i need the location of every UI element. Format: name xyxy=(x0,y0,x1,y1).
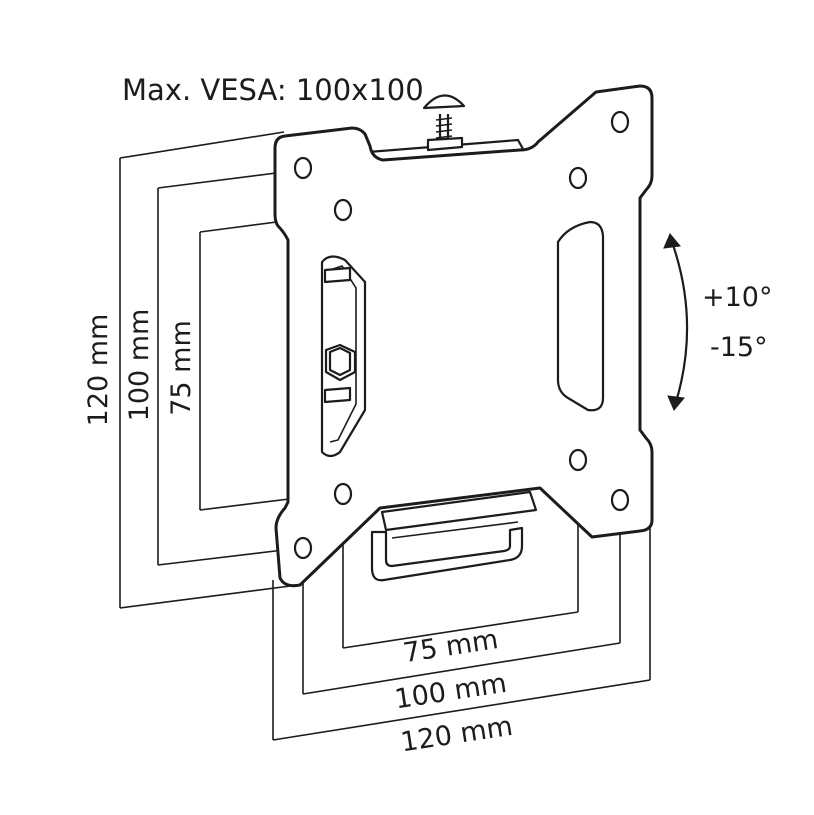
vesa-hole-120-bottom-right xyxy=(610,488,630,512)
horizontal-dim-inner-label: 75 mm xyxy=(401,624,500,669)
mount-plate xyxy=(273,84,654,588)
tilt-up-label: +10° xyxy=(702,282,772,313)
tilt-down-label: -15° xyxy=(710,332,768,363)
vesa-hole-100-bottom-left xyxy=(333,482,353,506)
vertical-dim-middle-label: 100 mm xyxy=(124,309,155,422)
max-vesa-title: Max. VESA: 100x100 xyxy=(122,73,424,107)
vertical-dim-inner-label: 75 mm xyxy=(166,320,197,416)
vesa-hole-100-top-left xyxy=(333,198,353,222)
vertical-dim-outer-label: 120 mm xyxy=(83,314,114,427)
vesa-hole-120-bottom-left xyxy=(293,536,313,560)
horizontal-dim-middle-label: 100 mm xyxy=(393,668,509,716)
vesa-hole-120-top-left xyxy=(293,156,313,180)
tilt-arc-arrow xyxy=(663,233,689,411)
tilt-lock-screw xyxy=(422,94,466,152)
slot-nut xyxy=(324,343,357,382)
vesa-hole-100-bottom-right xyxy=(568,448,588,472)
vesa-hole-100-top-right xyxy=(568,166,588,190)
vesa-hole-120-top-right xyxy=(610,110,630,134)
